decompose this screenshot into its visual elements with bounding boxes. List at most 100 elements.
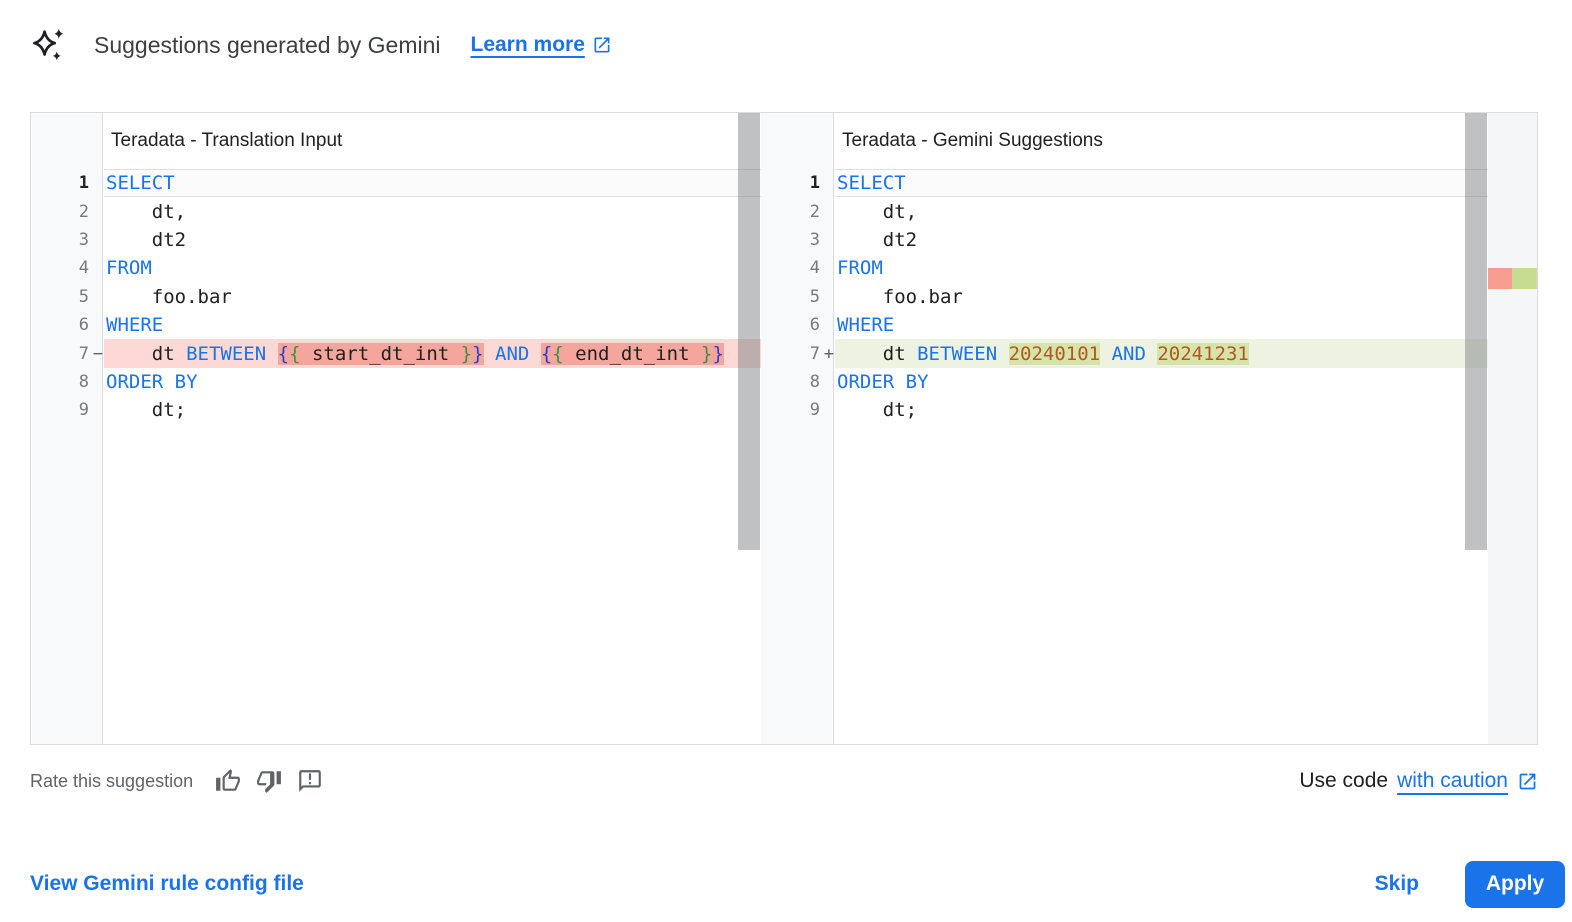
- report-feedback-button[interactable]: [297, 768, 323, 794]
- line-number: 2: [78, 201, 89, 222]
- code-line[interactable]: 5 foo.bar: [31, 283, 761, 311]
- code-line[interactable]: 9 dt;: [761, 396, 1488, 424]
- code-line[interactable]: 8 ORDER BY: [761, 368, 1488, 396]
- code-token: AND: [495, 342, 530, 365]
- code-line[interactable]: 2 dt,: [31, 197, 761, 225]
- diff-overview-ruler: [1488, 113, 1537, 744]
- code-token: foo.bar: [106, 285, 232, 308]
- code-line[interactable]: 8 ORDER BY: [31, 368, 761, 396]
- thumbs-down-button[interactable]: [256, 768, 282, 794]
- line-number-gutter: [761, 113, 834, 744]
- line-number: 4: [78, 258, 89, 279]
- line-content: WHERE: [104, 311, 761, 339]
- line-content: dt;: [835, 396, 1488, 424]
- vertical-scrollbar[interactable]: [738, 113, 760, 550]
- code-token: }: [701, 342, 713, 365]
- line-number: 1: [78, 173, 89, 194]
- thumbs-up-icon: [216, 769, 241, 791]
- line-content: foo.bar: [104, 283, 761, 311]
- code-token: {: [540, 342, 553, 365]
- line-number: 6: [78, 315, 89, 336]
- suggestions-header: Suggestions generated by Gemini Learn mo…: [30, 26, 612, 64]
- thumbs-up-button[interactable]: [215, 768, 241, 794]
- line-number: 3: [78, 229, 89, 250]
- vertical-scrollbar[interactable]: [1465, 113, 1487, 550]
- line-number: 8: [78, 371, 89, 392]
- view-rule-config-link[interactable]: View Gemini rule config file: [30, 872, 304, 895]
- code-line[interactable]: 9 dt;: [31, 396, 761, 424]
- feedback-icon: [299, 770, 321, 792]
- line-content: ORDER BY: [835, 368, 1488, 396]
- line-number: 9: [809, 400, 820, 421]
- line-content: dt2: [835, 226, 1488, 254]
- code-line[interactable]: 3 dt2: [31, 226, 761, 254]
- code-token: {: [552, 342, 564, 365]
- use-code-text: Use code: [1299, 769, 1389, 792]
- code-token: dt,: [837, 200, 918, 223]
- code-token: 20241231: [1157, 342, 1249, 365]
- learn-more-link[interactable]: Learn more: [471, 33, 612, 57]
- line-content: ORDER BY: [104, 368, 761, 396]
- line-number-gutter: [31, 113, 103, 744]
- code-line[interactable]: 3 dt2: [761, 226, 1488, 254]
- code-token: FROM: [837, 257, 883, 280]
- external-link-icon: [594, 37, 610, 53]
- code-token: {: [289, 342, 301, 365]
- code-token: dt2: [837, 228, 918, 251]
- code-token: AND: [1111, 342, 1146, 365]
- line-content: SELECT: [835, 169, 1488, 198]
- line-number: 8: [809, 371, 820, 392]
- feedback-row: Rate this suggestion Use code with cauti…: [30, 768, 1538, 794]
- line-number: 1: [809, 173, 820, 194]
- code-token: ORDER BY: [837, 370, 929, 393]
- code-token: SELECT: [106, 172, 175, 195]
- code-token: [529, 343, 540, 365]
- line-number: 9: [78, 400, 89, 421]
- code-line[interactable]: 5 foo.bar: [761, 283, 1488, 311]
- editor-title-suggestions: Teradata - Gemini Suggestions: [842, 130, 1103, 151]
- line-number: 2: [809, 201, 820, 222]
- code-line[interactable]: 2 dt,: [761, 197, 1488, 225]
- with-caution-link[interactable]: with caution: [1397, 769, 1508, 792]
- code-token: [997, 343, 1008, 365]
- line-number: 7−: [78, 343, 103, 364]
- code-line[interactable]: 7+ dt BETWEEN 20240101 AND 20241231: [761, 339, 1488, 368]
- line-number: 3: [809, 229, 820, 250]
- diff-sign: +: [823, 343, 834, 364]
- learn-more-label: Learn more: [470, 33, 585, 56]
- code-token: dt2: [106, 228, 187, 251]
- line-content: dt BETWEEN {{ start_dt_int }} AND {{ end…: [104, 339, 761, 368]
- line-content: FROM: [104, 254, 761, 282]
- line-number: 7+: [809, 343, 834, 364]
- action-bar: View Gemini rule config file Skip Apply: [30, 860, 1565, 908]
- code-token: SELECT: [837, 172, 906, 195]
- code-line[interactable]: 1 SELECT: [31, 169, 761, 198]
- code-token: FROM: [106, 257, 152, 280]
- code-line[interactable]: 6 WHERE: [31, 311, 761, 339]
- skip-button[interactable]: Skip: [1365, 864, 1429, 904]
- apply-button[interactable]: Apply: [1465, 860, 1565, 908]
- code-token: }: [712, 342, 724, 365]
- code-token: WHERE: [837, 314, 895, 337]
- code-token: [484, 343, 495, 365]
- line-content: dt,: [835, 197, 1488, 225]
- line-content: dt2: [104, 226, 761, 254]
- line-number: 6: [809, 315, 820, 336]
- page-title: Suggestions generated by Gemini: [94, 31, 441, 58]
- rate-icons: [215, 768, 323, 794]
- code-line[interactable]: 1 SELECT: [761, 169, 1488, 198]
- line-content: FROM: [835, 254, 1488, 282]
- code-line[interactable]: 6 WHERE: [761, 311, 1488, 339]
- code-token: WHERE: [106, 314, 164, 337]
- code-line[interactable]: 4 FROM: [31, 254, 761, 282]
- removed-marker: [1488, 268, 1512, 289]
- line-content: dt BETWEEN 20240101 AND 20241231: [835, 339, 1488, 368]
- code-token: end_dt_int: [563, 342, 701, 365]
- code-line[interactable]: 7− dt BETWEEN {{ start_dt_int }} AND {{ …: [31, 339, 761, 368]
